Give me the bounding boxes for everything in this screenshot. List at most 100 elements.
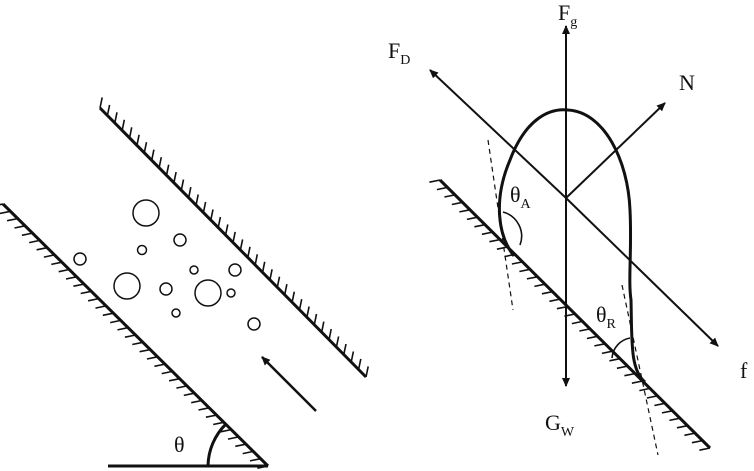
hatch-tick [191,399,202,404]
hatch-tick [320,321,325,333]
hatch-tick [283,284,288,295]
hatch-tick [99,97,103,109]
hatch-tick [158,157,163,168]
friction-force-arrow [565,197,719,347]
inclination-angle-label: θ [174,432,185,457]
hatch-tick [676,424,688,429]
hatch-tick [654,402,666,407]
hatch-tick [429,179,441,183]
hatch-tick [609,357,621,362]
buoyancy-force-label: Fg [558,0,577,30]
hatch-tick [80,290,92,295]
hatch-tick [242,450,254,455]
hatch-tick [646,395,658,399]
hatch-tick [0,210,11,215]
hatch-tick [489,238,501,243]
hatch-tick [343,343,347,355]
hatch-tick [224,224,229,236]
advancing-angle-label: θA [510,182,532,212]
hatch-tick [526,276,538,280]
hatch-tick [87,297,99,302]
hatch-tick [511,261,523,265]
receding-angle-arc [611,337,631,359]
bubble [173,233,187,247]
hatch-tick [143,142,148,153]
drag-force-arrow [429,69,567,199]
hatch-tick [616,365,628,370]
hatch-tick [481,231,493,236]
hatch-tick [29,239,40,244]
hatch-tick [227,436,239,440]
hatch-tick [601,350,613,355]
hatch-tick [247,246,251,258]
hatch-tick [306,306,310,318]
hatch-tick [571,320,583,325]
hatch-tick [254,254,259,266]
bubble [136,244,148,256]
bubble [159,282,173,296]
hatch-tick [220,428,232,433]
hatch-tick [451,201,463,206]
hatch-tick [350,351,355,363]
hatch-tick [496,246,508,250]
hatch-tick [154,363,166,368]
bubble [228,263,242,277]
hatch-tick [36,246,48,251]
hatch-tick [459,209,471,213]
hatch-tick [0,203,4,206]
hatch-tick [249,457,261,462]
hatch-tick [579,328,591,332]
inclined-channel: θ [0,97,369,469]
hatch-tick [198,407,210,411]
bubble [171,308,181,318]
hatch-tick [136,134,140,146]
hatch-tick [6,217,18,222]
hatch-tick [21,232,33,237]
hatch-tick [298,299,303,310]
flow-direction-arrow [261,356,317,412]
drag-force-label: FD [388,38,410,68]
hatch-tick [124,334,136,338]
inclined-wall-hatching [429,179,711,451]
hatch-tick [436,186,448,191]
bubble [247,317,261,331]
hatch-tick [624,372,636,377]
hatch-tick [684,432,696,437]
hatch-tick [519,268,531,273]
hatch-tick [631,380,643,384]
hatch-tick [217,216,222,228]
hatch-tick [110,319,121,324]
bubbles [73,199,261,331]
attached-bubble-outline [497,108,647,384]
hatch-tick [261,261,266,273]
hatch-tick [586,335,598,340]
hatch-tick [58,268,70,273]
hatch-tick [173,171,177,183]
hatch-tick [335,336,340,348]
advancing-angle-arc [502,211,523,246]
bubble [132,199,160,227]
hatch-tick [65,276,77,280]
hatch-tick [51,261,63,266]
hatch-tick [235,443,247,448]
hatch-tick [14,225,26,229]
hatch-tick [669,417,681,422]
hatch-tick [180,179,185,191]
hatch-tick [132,341,144,346]
bubble-force-diagram: Fg FD N f GW θA θR [388,0,748,456]
hatch-tick [313,313,318,325]
hatch-tick [639,387,651,392]
hatch-tick [168,377,180,382]
hatch-tick [549,298,561,303]
gravity-force-label: GW [545,410,575,440]
hatch-tick [365,366,369,378]
normal-force-label: N [679,70,695,95]
bubble [194,279,222,307]
hatch-tick [187,186,192,198]
hatch-tick [276,276,281,288]
hatch-tick [328,328,332,340]
hatch-tick [146,356,158,360]
hatch-tick [161,370,173,375]
hatch-tick [195,194,199,206]
